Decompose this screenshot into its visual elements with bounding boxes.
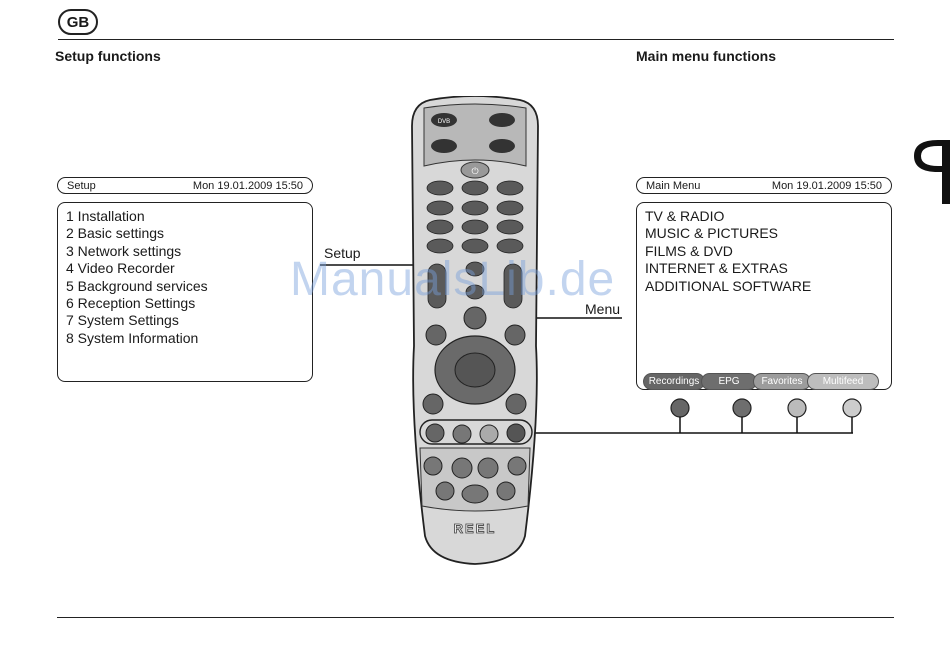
softkey-favorites[interactable]: Favorites — [753, 373, 811, 390]
main-menu-bar-datetime: Mon 19.01.2009 15:50 — [771, 179, 882, 192]
setup-bar-datetime: Mon 19.01.2009 15:50 — [192, 179, 303, 192]
language-badge: GB — [58, 9, 98, 35]
setup-menu-item[interactable]: 8 System Information — [66, 329, 199, 346]
main-menu-section-title: Main menu functions — [636, 48, 776, 64]
header-rule — [58, 39, 894, 40]
indicator-blue — [842, 398, 862, 418]
setup-menu-item[interactable]: 2 Basic settings — [66, 225, 165, 242]
main-menu-item[interactable]: ADDITIONAL SOFTWARE — [645, 277, 812, 294]
indicator-yellow — [787, 398, 807, 418]
setup-menu-item[interactable]: 5 Background services — [66, 277, 208, 294]
svg-text:⏻: ⏻ — [471, 166, 478, 177]
softkey-indicators — [670, 398, 862, 433]
main-menu-item[interactable]: MUSIC & PICTURES — [645, 225, 779, 242]
watermark: ManualsLib.de — [290, 253, 616, 306]
setup-menu-item[interactable]: 4 Video Recorder — [66, 260, 175, 277]
setup-menu-item[interactable]: 6 Reception Settings — [66, 295, 196, 312]
setup-section-title: Setup functions — [55, 48, 161, 64]
indicator-green — [732, 398, 752, 418]
softkey-epg[interactable]: EPG — [701, 373, 757, 390]
dvb-button-label: DVB — [438, 119, 450, 125]
main-menu-bar-title: Main Menu — [646, 179, 701, 192]
setup-menu-item[interactable]: 3 Network settings — [66, 242, 182, 259]
remote-brand-label: REEL — [454, 521, 497, 536]
softkey-recordings[interactable]: Recordings — [643, 373, 705, 390]
main-menu-item[interactable]: INTERNET & EXTRAS — [645, 260, 788, 277]
main-menu-title-bar: Main Menu Mon 19.01.2009 15:50 — [636, 177, 892, 194]
main-menu-panel: TV & RADIO MUSIC & PICTURES FILMS & DVD … — [636, 202, 892, 390]
main-menu-item[interactable]: FILMS & DVD — [645, 242, 733, 259]
setup-menu-list: 1 Installation 2 Basic settings 3 Networ… — [66, 208, 304, 347]
main-menu-list: TV & RADIO MUSIC & PICTURES FILMS & DVD … — [645, 208, 883, 295]
setup-menu-item[interactable]: 7 System Settings — [66, 312, 179, 329]
softkey-multifeed[interactable]: Multifeed — [807, 373, 879, 390]
remote-control: DVB ⏻ REEL — [411, 96, 539, 565]
setup-bar-title: Setup — [67, 179, 96, 192]
language-badge-label: GB — [66, 13, 90, 31]
menu-callout-label: Menu — [585, 301, 621, 317]
footer-rule — [57, 617, 894, 618]
main-menu-item[interactable]: TV & RADIO — [645, 208, 725, 224]
softkey-bar: Recordings EPG Favorites Multifeed — [643, 373, 885, 390]
setup-menu-item[interactable]: 1 Installation — [66, 208, 145, 224]
setup-callout-label: Setup — [324, 245, 361, 261]
indicator-red — [670, 398, 690, 418]
page-marker-icon — [914, 140, 950, 204]
setup-title-bar: Setup Mon 19.01.2009 15:50 — [57, 177, 313, 194]
setup-menu-panel: 1 Installation 2 Basic settings 3 Networ… — [57, 202, 313, 382]
